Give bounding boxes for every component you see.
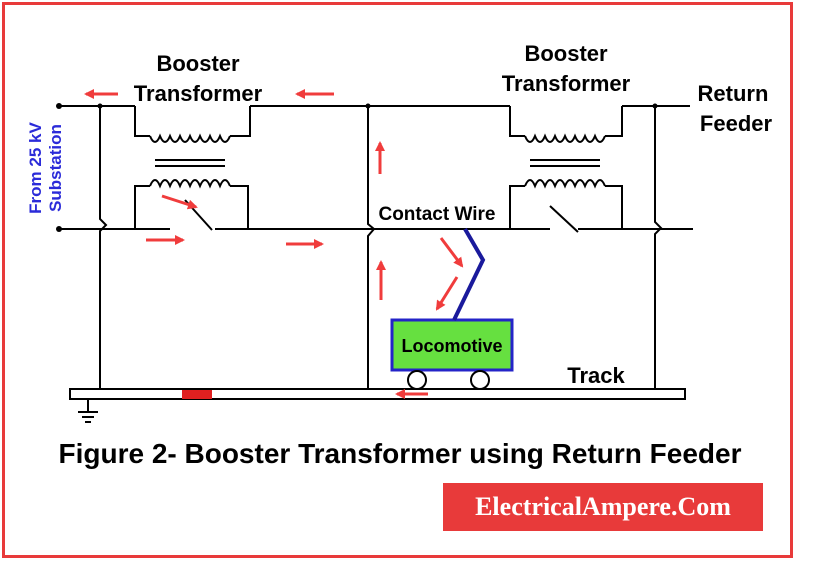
return-feeder-label-line2: Feeder xyxy=(700,111,773,136)
terminal-dot xyxy=(56,226,62,232)
current-arrows xyxy=(84,89,464,399)
substation-label-line2: Substation xyxy=(46,124,65,212)
left-booster-transformer xyxy=(134,106,251,231)
right-booster-transformer xyxy=(509,106,623,233)
junction-dots xyxy=(97,103,658,397)
brand-banner: ElectricalAmpere.Com xyxy=(443,483,763,531)
arrow-pantograph-lower xyxy=(435,276,459,311)
locomotive-label: Locomotive xyxy=(401,336,502,356)
center-vertical-connection xyxy=(367,106,376,394)
locomotive-wheel xyxy=(407,370,427,390)
right-vertical-connection xyxy=(654,106,663,394)
return-feeder-label-line1: Return xyxy=(698,81,769,106)
diagram-frame xyxy=(2,2,793,558)
booster-left-label-line2: Transformer xyxy=(134,81,263,106)
substation-label-line1: From 25 kV xyxy=(26,122,45,214)
contact-wire-label: Contact Wire xyxy=(378,204,495,225)
pantograph xyxy=(452,227,486,321)
booster-right-label-line2: Transformer xyxy=(502,71,631,96)
left-vertical-connection xyxy=(99,106,108,394)
earth-ground-symbol xyxy=(78,399,98,423)
booster-left-label-line1: Booster xyxy=(156,51,240,76)
track-label: Track xyxy=(567,363,625,388)
track-rail xyxy=(69,388,686,400)
terminal-dot xyxy=(56,103,62,109)
locomotive xyxy=(390,318,514,390)
figure-caption: Figure 2- Booster Transformer using Retu… xyxy=(58,438,742,469)
locomotive-wheel xyxy=(470,370,490,390)
booster-right-label-line1: Booster xyxy=(524,41,608,66)
arrow-pantograph-upper xyxy=(439,237,464,268)
track-marker xyxy=(182,390,212,399)
arrow-upper-diagonal xyxy=(161,194,198,210)
